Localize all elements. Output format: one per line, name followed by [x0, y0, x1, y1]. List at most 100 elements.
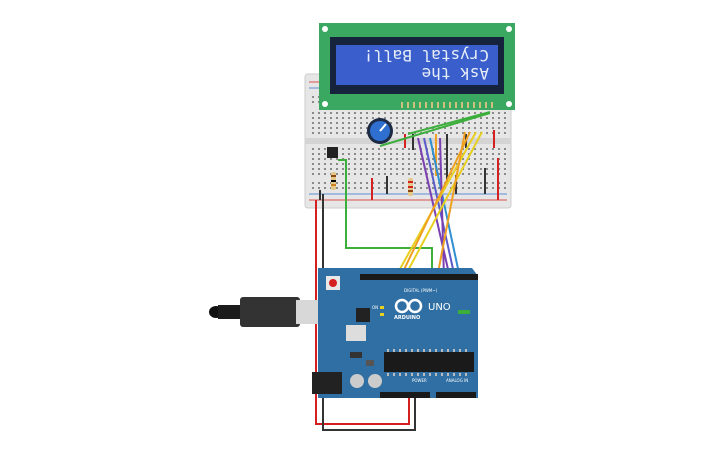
signal-wires	[338, 111, 491, 279]
breadboard-hole	[402, 122, 404, 124]
breadboard-hole	[492, 182, 494, 184]
breadboard-hole	[438, 158, 440, 160]
breadboard-hole	[474, 163, 476, 165]
breadboard-hole	[318, 187, 320, 189]
breadboard-hole	[486, 148, 488, 150]
breadboard-hole	[504, 163, 506, 165]
power-header	[380, 392, 430, 398]
breadboard-hole	[318, 163, 320, 165]
breadboard-hole	[492, 148, 494, 150]
breadboard-hole	[312, 182, 314, 184]
breadboard-hole	[468, 148, 470, 150]
breadboard-hole	[486, 117, 488, 119]
breadboard-hole	[492, 117, 494, 119]
breadboard-hole	[312, 127, 314, 129]
breadboard-hole	[438, 153, 440, 155]
breadboard-hole	[366, 148, 368, 150]
breadboard-hole	[396, 163, 398, 165]
breadboard-hole	[456, 112, 458, 114]
breadboard-hole	[486, 122, 488, 124]
breadboard-hole	[408, 112, 410, 114]
breadboard-hole	[324, 153, 326, 155]
breadboard-hole	[336, 122, 338, 124]
breadboard-hole	[420, 122, 422, 124]
breadboard-hole	[474, 187, 476, 189]
breadboard-hole	[354, 168, 356, 170]
breadboard-hole	[324, 168, 326, 170]
breadboard-hole	[324, 173, 326, 175]
lcd-pin	[479, 102, 481, 108]
breadboard-hole	[468, 168, 470, 170]
lcd-pin	[485, 102, 487, 108]
lcd-line-1: Ask the	[422, 64, 489, 83]
lcd-pin	[491, 102, 493, 108]
breadboard-hole	[498, 153, 500, 155]
breadboard-hole	[426, 117, 428, 119]
breadboard-hole	[348, 112, 350, 114]
breadboard-hole	[330, 132, 332, 134]
breadboard-hole	[414, 117, 416, 119]
breadboard-hole	[414, 122, 416, 124]
breadboard-hole	[408, 163, 410, 165]
breadboard-hole	[348, 163, 350, 165]
breadboard-hole	[372, 112, 374, 114]
breadboard-hole	[378, 187, 380, 189]
breadboard-hole	[468, 122, 470, 124]
breadboard-hole	[414, 173, 416, 175]
chip-pin	[411, 373, 413, 376]
power-label: POWER	[412, 378, 427, 383]
breadboard-hole	[402, 132, 404, 134]
breadboard-hole	[402, 148, 404, 150]
breadboard-hole	[396, 148, 398, 150]
resistor-1	[331, 172, 336, 190]
breadboard-hole	[312, 122, 314, 124]
breadboard-hole	[348, 117, 350, 119]
breadboard-hole	[336, 168, 338, 170]
breadboard-hole	[492, 163, 494, 165]
breadboard-hole	[450, 158, 452, 160]
breadboard-hole	[312, 158, 314, 160]
chip-pin	[399, 373, 401, 376]
breadboard-hole	[312, 173, 314, 175]
breadboard-hole	[474, 112, 476, 114]
breadboard-hole	[438, 187, 440, 189]
lcd-module: Ask the Crystal Ball!	[319, 23, 515, 110]
breadboard-hole	[474, 158, 476, 160]
chip-pin	[429, 373, 431, 376]
breadboard-hole	[366, 163, 368, 165]
breadboard-hole	[336, 182, 338, 184]
breadboard-hole	[330, 117, 332, 119]
lcd-pin	[443, 102, 445, 108]
breadboard-hole	[396, 168, 398, 170]
breadboard-hole	[324, 182, 326, 184]
breadboard-hole	[396, 187, 398, 189]
breadboard-hole	[318, 117, 320, 119]
breadboard-hole	[354, 117, 356, 119]
breadboard-hole	[354, 173, 356, 175]
breadboard-hole	[348, 148, 350, 150]
breadboard-hole	[348, 158, 350, 160]
breadboard-hole	[336, 127, 338, 129]
breadboard-hole	[342, 117, 344, 119]
breadboard-hole	[414, 127, 416, 129]
chip-pin	[435, 349, 437, 352]
chip-pin	[417, 373, 419, 376]
breadboard-hole	[342, 132, 344, 134]
breadboard-hole	[408, 153, 410, 155]
breadboard-hole	[444, 158, 446, 160]
digital-label: DIGITAL (PWM~)	[404, 288, 438, 293]
breadboard-hole	[318, 127, 320, 129]
breadboard-hole	[354, 158, 356, 160]
breadboard-hole	[408, 117, 410, 119]
breadboard-hole	[384, 173, 386, 175]
breadboard-hole	[396, 117, 398, 119]
on-label: ON	[372, 305, 378, 310]
breadboard-hole	[456, 117, 458, 119]
microcontroller-chip	[384, 352, 474, 372]
lcd-pin	[407, 102, 409, 108]
breadboard-hole	[312, 132, 314, 134]
breadboard-hole	[408, 168, 410, 170]
breadboard-hole	[360, 158, 362, 160]
breadboard-hole	[420, 127, 422, 129]
breadboard-hole	[414, 112, 416, 114]
